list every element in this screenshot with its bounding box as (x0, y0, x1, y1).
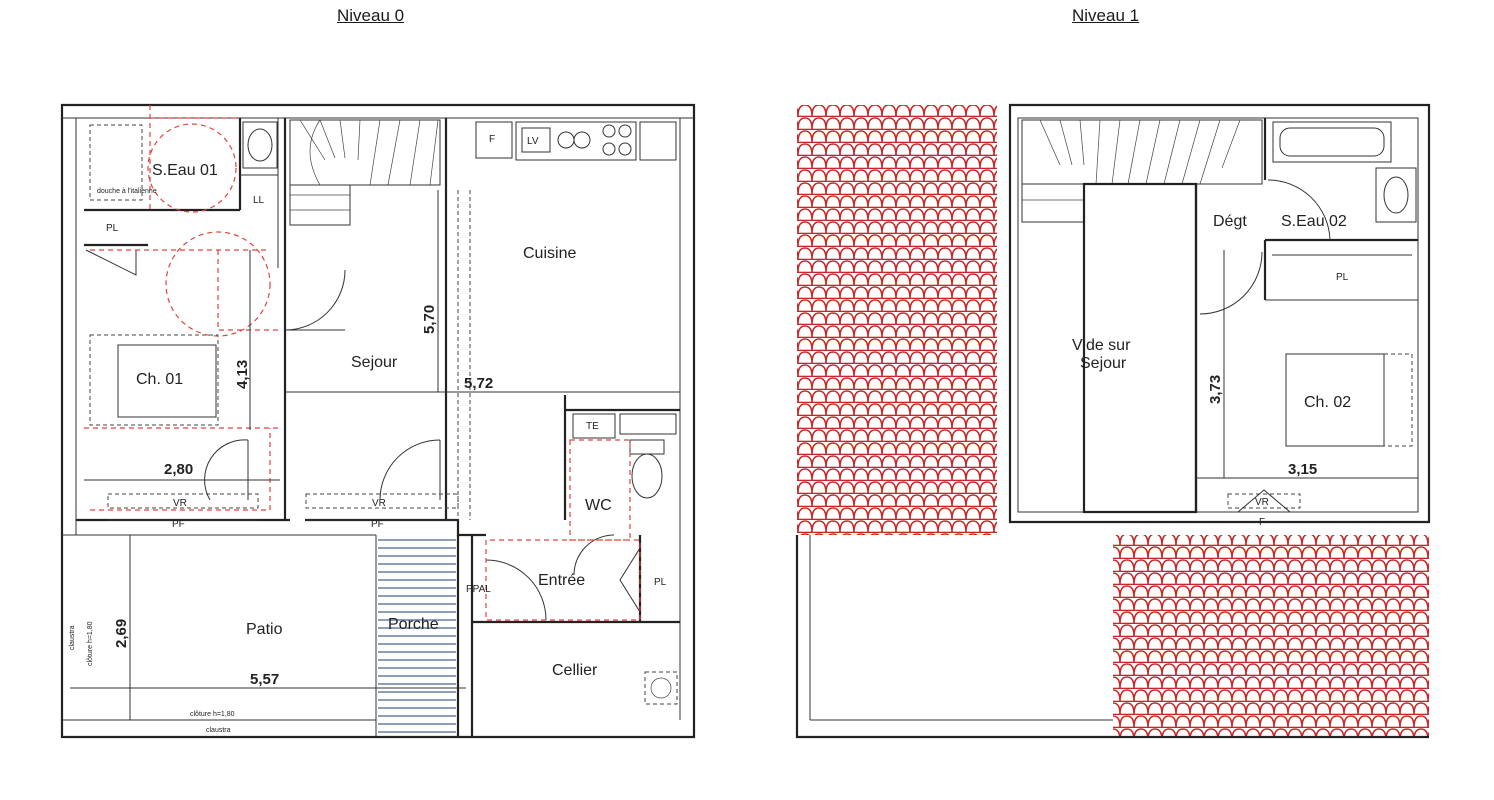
label-seau02: S.Eau 02 (1281, 213, 1347, 230)
label-vr2: VR (372, 498, 386, 509)
door-main-entry (485, 559, 547, 621)
dim-572: 5,72 (464, 375, 493, 392)
dim-413: 4,13 (234, 360, 251, 389)
level-0-plan: S.Eau 01 douche à l'italienne LL PL Ch. … (60, 103, 696, 739)
label-patio: Patio (246, 621, 283, 638)
label-claustra-side: claustra (69, 625, 76, 650)
toilet (631, 453, 663, 499)
label-pf2: PF (371, 519, 384, 530)
label-porche: Porche (388, 616, 439, 633)
upper-floor-walls (1008, 103, 1431, 524)
label-pf1: PF (172, 519, 185, 530)
bathtub (1272, 121, 1392, 163)
label-vide-sejour: Sejour (1080, 355, 1127, 372)
label-pl2: PL (654, 577, 667, 588)
outer-wall (60, 103, 696, 739)
label-fridge: F (489, 134, 495, 145)
label-pl1: PL (106, 223, 119, 234)
level-1-plan: Dégt S.Eau 02 PL Vide sur Sejour Ch. 02 … (795, 103, 1431, 739)
bed-01 (89, 334, 219, 426)
clearance-circle-bedroom (165, 231, 271, 337)
washbasin-01 (242, 121, 278, 169)
label-cellier: Cellier (552, 662, 598, 679)
label-seau01: S.Eau 01 (152, 162, 218, 179)
label-vr1: VR (173, 498, 187, 509)
staircase (289, 119, 441, 226)
dim-315: 3,15 (1288, 461, 1317, 478)
label-ppal: PPAL (466, 584, 491, 595)
label-cloture-side: clôture h=1,80 (87, 621, 94, 666)
label-vide: Vide sur (1072, 337, 1131, 354)
level-1-title: Niveau 1 (1072, 6, 1140, 25)
label-ll: LL (253, 195, 265, 206)
door-entry-sejour (379, 439, 441, 501)
door-sejour (284, 269, 346, 331)
label-f3: F (1259, 517, 1265, 528)
label-entree: Entrée (538, 572, 585, 589)
porch-paving (378, 537, 456, 735)
washbasin-02 (1383, 176, 1409, 214)
dim-570: 5,70 (421, 305, 438, 334)
label-lv: LV (527, 136, 539, 147)
label-cloture-bottom: clôture h=1,80 (190, 711, 235, 718)
label-sejour: Sejour (351, 354, 398, 371)
dim-280: 2,80 (164, 461, 193, 478)
dim-557: 5,57 (250, 671, 279, 688)
dim-373: 3,73 (1207, 375, 1224, 404)
roof-tiles-bottom (1113, 535, 1429, 737)
label-ch02: Ch. 02 (1304, 394, 1351, 411)
level-0-title: Niveau 0 (337, 6, 405, 25)
label-wc: WC (585, 497, 612, 514)
label-douche: douche à l'italienne (97, 188, 157, 195)
label-te: TE (586, 421, 599, 432)
dim-269: 2,69 (113, 619, 130, 648)
clearance-circle-bath (147, 123, 237, 213)
label-cuisine: Cuisine (523, 245, 576, 262)
label-vr3: VR (1255, 497, 1269, 508)
label-claustra-bottom: claustra (206, 727, 231, 734)
roof-tiles-left (797, 105, 997, 535)
label-ch01: Ch. 01 (136, 371, 183, 388)
label-degt: Dégt (1213, 213, 1247, 230)
label-pl3: PL (1336, 272, 1349, 283)
